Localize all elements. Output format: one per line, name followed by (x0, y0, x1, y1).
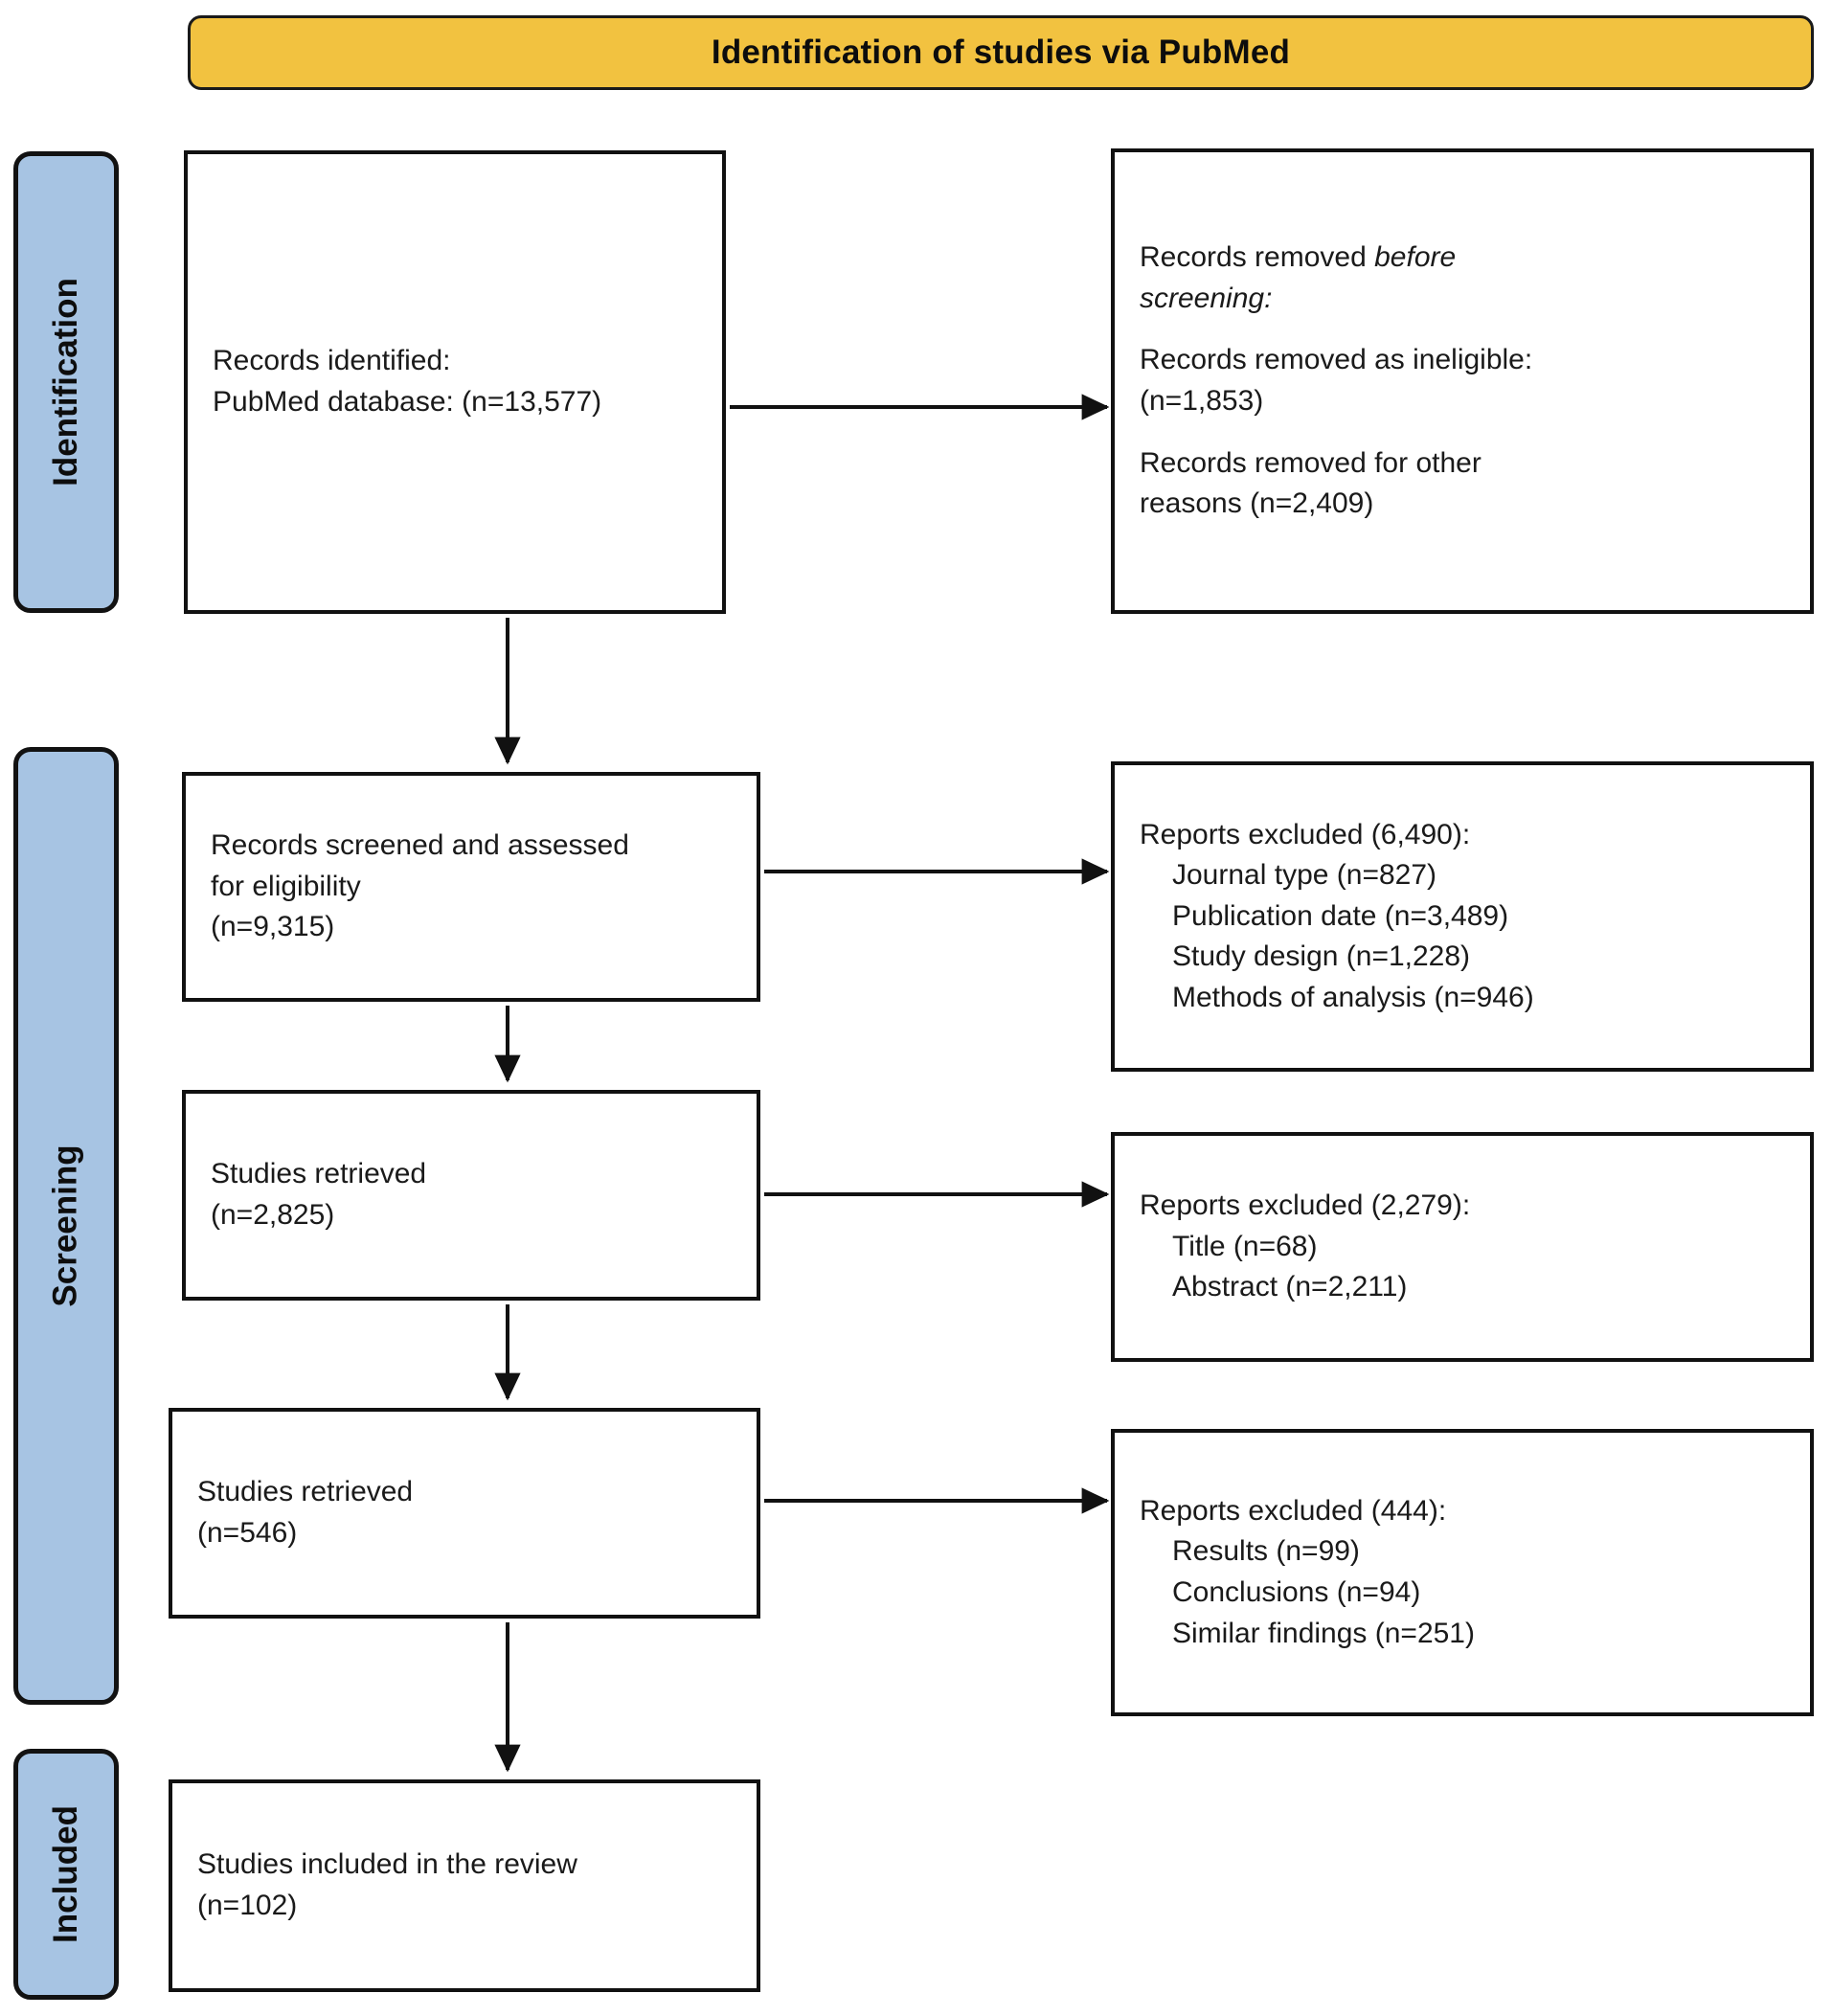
records-removed-other-line-2: reasons (n=2,409) (1140, 487, 1374, 520)
studies-included-line-2: (n=102) (197, 1890, 298, 1921)
diagram-header-banner: Identification of studies via PubMed (188, 15, 1814, 90)
box-studies-retrieved-546: Studies retrieved (n=546) (169, 1408, 760, 1619)
reports-excluded-2-item-1: Abstract (n=2,211) (1172, 1271, 1408, 1303)
reports-excluded-2-header: Reports excluded (2,279): (1140, 1189, 1471, 1222)
reports-excluded-3-item-0: Results (n=99) (1172, 1535, 1360, 1568)
diagram-title: Identification of studies via PubMed (711, 34, 1291, 71)
stage-label-identification: Identification (13, 151, 119, 613)
records-removed-heading: Records removed before (1140, 241, 1457, 274)
records-screened-line-1: Records screened and assessed (211, 829, 629, 862)
reports-excluded-1-item-2: Study design (n=1,228) (1172, 940, 1471, 973)
reports-excluded-3-header: Reports excluded (444): (1140, 1494, 1447, 1527)
records-screened-line-2: for eligibility (211, 870, 361, 902)
studies-retrieved-2825-line-1: Studies retrieved (211, 1158, 427, 1190)
records-identified-line-1: Records identified: (213, 345, 451, 377)
studies-retrieved-546-line-1: Studies retrieved (197, 1476, 414, 1508)
reports-excluded-1-header: Reports excluded (6,490): (1140, 818, 1471, 850)
reports-excluded-3-item-1: Conclusions (n=94) (1172, 1576, 1421, 1608)
box-studies-retrieved-2825: Studies retrieved (n=2,825) (182, 1090, 760, 1301)
reports-excluded-2-item-0: Title (n=68) (1172, 1230, 1318, 1262)
box-reports-excluded-2279: Reports excluded (2,279): Title (n=68) A… (1111, 1132, 1814, 1362)
reports-excluded-1-item-3: Methods of analysis (n=946) (1172, 981, 1534, 1013)
stage-label-included: Included (13, 1749, 119, 2000)
box-studies-included: Studies included in the review (n=102) (169, 1779, 760, 1992)
box-reports-excluded-6490: Reports excluded (6,490): Journal type (… (1111, 761, 1814, 1072)
records-removed-ineligible-line-2: (n=1,853) (1140, 385, 1264, 417)
box-records-removed-before-screening: Records removed before screening: Record… (1111, 148, 1814, 614)
studies-retrieved-2825-line-2: (n=2,825) (211, 1199, 335, 1231)
records-removed-ineligible-line-1: Records removed as ineligible: (1140, 344, 1533, 376)
records-screened-line-3: (n=9,315) (211, 911, 335, 943)
box-records-identified: Records identified: PubMed database: (n=… (184, 150, 726, 614)
records-removed-other-line-1: Records removed for other (1140, 446, 1481, 479)
records-identified-line-2: PubMed database: (n=13,577) (213, 386, 602, 418)
box-reports-excluded-444: Reports excluded (444): Results (n=99) C… (1111, 1429, 1814, 1716)
stage-label-screening: Screening (13, 747, 119, 1705)
reports-excluded-1-item-1: Publication date (n=3,489) (1172, 899, 1509, 932)
reports-excluded-1-item-0: Journal type (n=827) (1172, 859, 1437, 892)
studies-retrieved-546-line-2: (n=546) (197, 1517, 298, 1549)
box-records-screened: Records screened and assessed for eligib… (182, 772, 760, 1002)
records-removed-heading-cont: screening: (1140, 282, 1273, 314)
studies-included-line-1: Studies included in the review (197, 1848, 577, 1881)
reports-excluded-3-item-2: Similar findings (n=251) (1172, 1617, 1475, 1649)
